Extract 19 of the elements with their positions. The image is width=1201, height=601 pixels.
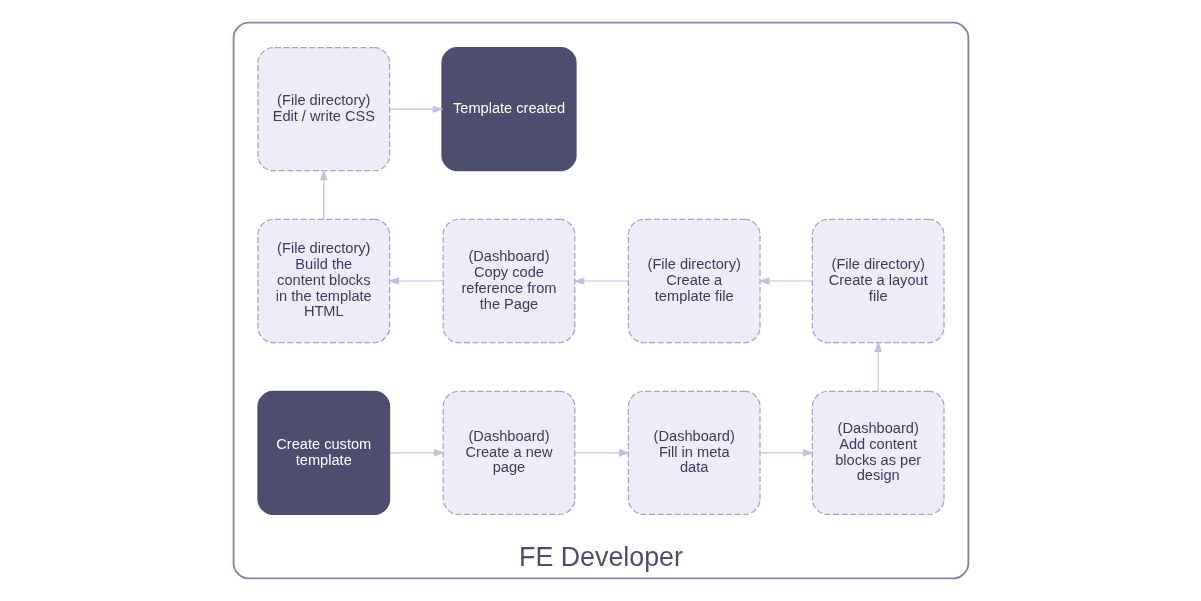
arrow xyxy=(873,341,882,392)
arrow xyxy=(759,448,814,457)
arrow xyxy=(574,448,630,457)
node-box: (File directory) Edit / write CSS xyxy=(256,47,390,172)
node-box: (Dashboard) Add content blocks as per design xyxy=(811,390,945,515)
node-box: (Dashboard) Fill in meta data xyxy=(627,390,761,515)
arrow xyxy=(387,277,444,285)
node-box: Create custom template xyxy=(256,390,390,515)
arrow xyxy=(388,448,445,457)
node-box: (Dashboard) Copy code reference from the Page xyxy=(442,218,575,344)
node-box: Template created xyxy=(440,47,577,172)
node-box: (File directory) Create a template file xyxy=(627,218,761,344)
arrow xyxy=(319,169,328,220)
arrow xyxy=(758,277,813,285)
node-box: (File directory) Create a layout file xyxy=(811,218,945,344)
arrow xyxy=(388,105,444,114)
node-box: (Dashboard) Create a new page xyxy=(442,390,575,515)
node-box: (File directory) Build the content blocks in the template HTML xyxy=(256,218,390,344)
arrow xyxy=(572,277,629,285)
